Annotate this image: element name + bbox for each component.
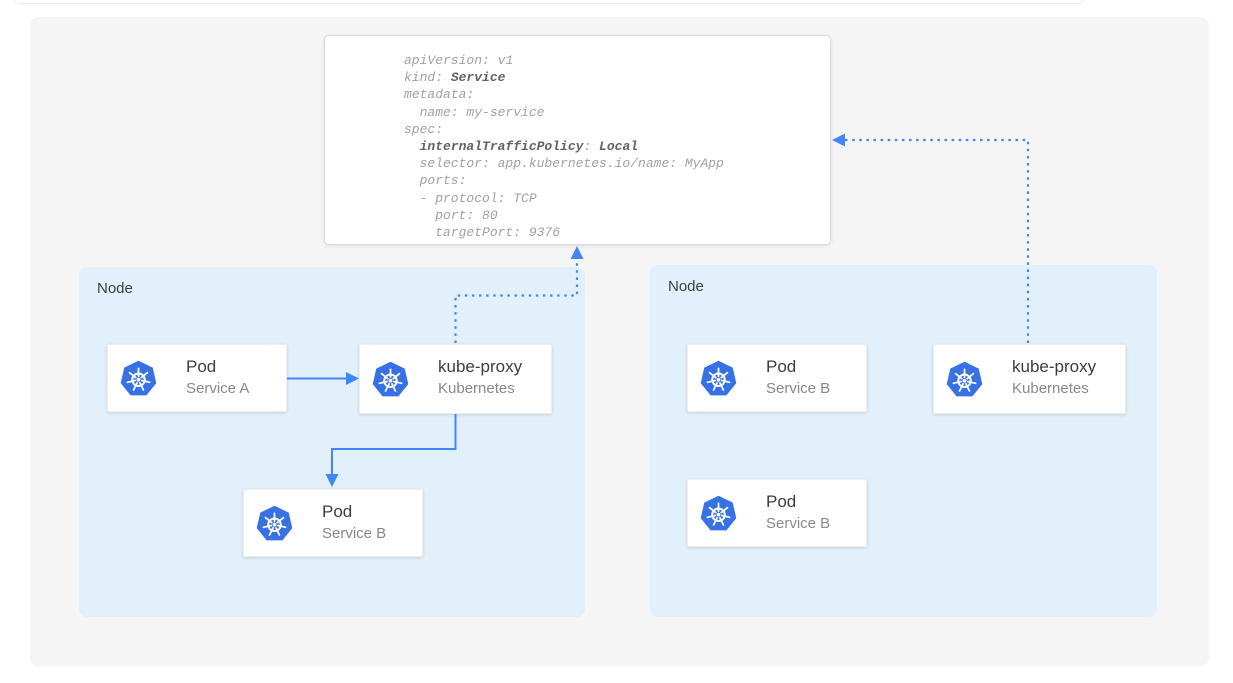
card-kube-proxy-node2: kube-proxy Kubernetes <box>933 344 1126 414</box>
card-title: Pod <box>766 357 797 376</box>
top-card-edge-divider <box>13 0 1085 4</box>
card-pod-service-b-node1: Pod Service B <box>243 489 423 557</box>
node-label: Node <box>97 280 133 297</box>
kubernetes-helm-icon <box>119 360 158 398</box>
node-box-right: Node Pod Service B kube-proxy Kubernetes… <box>650 265 1157 617</box>
card-pod-service-b-node2a: Pod Service B <box>687 344 867 412</box>
card-title: Pod <box>766 492 797 511</box>
node-box-left: Node Pod Service A kube-proxy Kubernetes… <box>79 267 585 617</box>
kubernetes-helm-icon <box>945 361 984 399</box>
card-subtitle: Service B <box>766 380 831 397</box>
card-pod-service-b-node2b: Pod Service B <box>687 479 867 547</box>
kubernetes-helm-icon <box>255 505 294 543</box>
code-line: targetPort: 9376 <box>404 225 561 241</box>
code-line: kind: Service <box>404 70 506 86</box>
code-line: spec: <box>404 121 444 137</box>
card-subtitle: Kubernetes <box>1012 380 1089 397</box>
code-line: name: my-service <box>404 104 545 120</box>
card-subtitle: Kubernetes <box>438 380 515 397</box>
card-subtitle: Service B <box>322 525 387 542</box>
code-line: ports: <box>404 173 467 189</box>
code-line: metadata: <box>404 87 475 103</box>
card-kube-proxy-node1: kube-proxy Kubernetes <box>359 344 552 414</box>
code-line: - protocol: TCP <box>404 190 537 206</box>
kubernetes-helm-icon <box>699 360 738 398</box>
node-label: Node <box>668 278 704 295</box>
card-title: kube-proxy <box>1012 357 1097 376</box>
card-subtitle: Service A <box>186 380 250 397</box>
card-title: Pod <box>322 502 353 521</box>
code-line: apiVersion: v1 <box>404 53 514 68</box>
kubernetes-helm-icon <box>371 361 410 399</box>
card-title: Pod <box>186 357 217 376</box>
card-title: kube-proxy <box>438 357 523 376</box>
card-pod-service-a: Pod Service A <box>107 344 287 412</box>
code-line: port: 80 <box>404 207 498 223</box>
code-line: internalTrafficPolicy: Local <box>419 139 639 155</box>
card-subtitle: Service B <box>766 515 831 532</box>
kubernetes-helm-icon <box>699 495 738 533</box>
code-line: selector: app.kubernetes.io/name: MyApp <box>404 156 724 172</box>
